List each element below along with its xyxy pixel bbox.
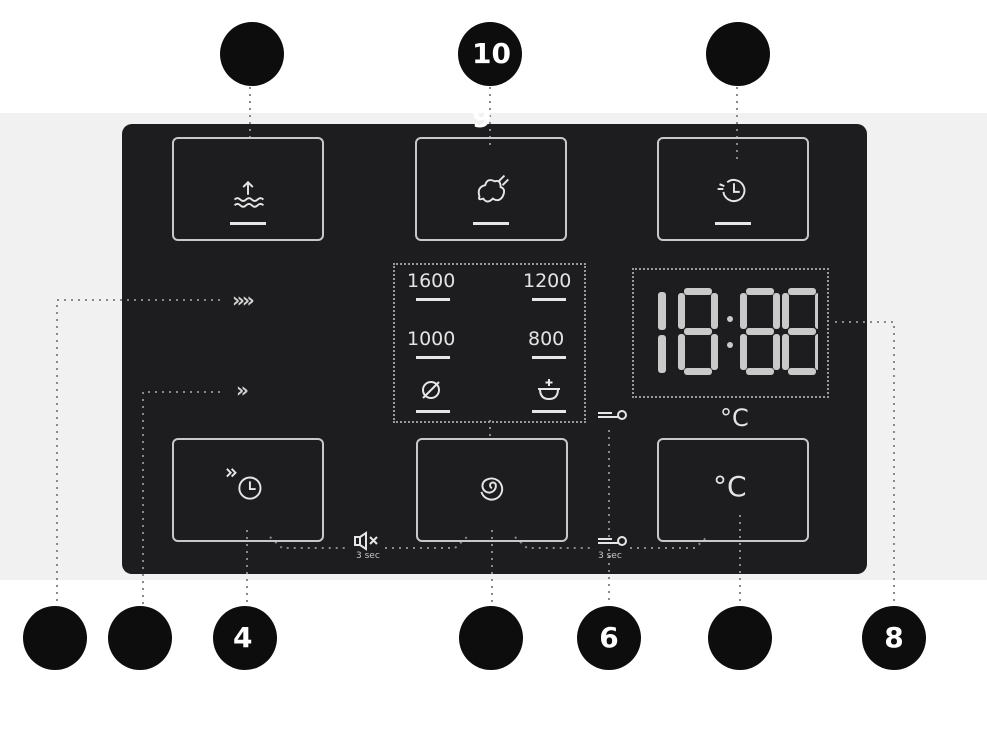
spin-button[interactable]	[416, 438, 568, 542]
delay-timer-indicator	[715, 222, 751, 225]
callout-bottom-2	[108, 606, 172, 670]
water-plus-icon	[538, 379, 560, 401]
water-level-icon	[233, 180, 265, 208]
quick-timer-icon	[226, 468, 262, 500]
level-1200-indicator	[532, 298, 566, 301]
level-1000-indicator	[416, 356, 450, 359]
no-spin-icon	[422, 381, 440, 399]
steam-button[interactable]	[415, 137, 567, 241]
steam-burst-icon	[477, 174, 509, 203]
fast-indicator: »»	[232, 288, 255, 312]
mute-icon	[354, 531, 378, 551]
callout-bottom-5: 6	[577, 606, 641, 670]
no-spin-indicator	[416, 410, 450, 413]
spin-icon	[480, 477, 504, 501]
display-group	[632, 268, 829, 398]
water-plus-indicator	[532, 410, 566, 413]
callout-top-middle: 10 9	[458, 22, 522, 134]
temperature-button[interactable]: °C	[657, 438, 809, 542]
level-1600-indicator	[416, 298, 450, 301]
level-1000-label: 1000	[407, 328, 456, 350]
callout-bottom-7: 8	[862, 606, 926, 670]
seven-segment-display	[658, 288, 818, 375]
callout-bottom-1	[23, 606, 87, 670]
child-lock-hint-icon	[598, 536, 627, 546]
callout-bottom-3: 4 5	[213, 606, 277, 718]
temperature-button-label: °C	[713, 470, 747, 503]
water-level-button[interactable]	[172, 137, 324, 241]
quick-timer-button[interactable]	[172, 438, 324, 542]
callout-top-left	[220, 22, 284, 86]
display-temperature-unit: °C	[720, 404, 749, 432]
mute-hint: 3 sec	[356, 551, 380, 561]
level-800-indicator	[532, 356, 566, 359]
lock-hint: 3 sec	[598, 551, 622, 561]
steam-indicator	[473, 222, 509, 225]
level-1200-label: 1200	[523, 270, 572, 292]
water-level-indicator	[230, 222, 266, 225]
child-lock-icon	[598, 410, 627, 420]
power-levels-group	[393, 263, 586, 423]
delay-timer-icon	[717, 178, 746, 203]
callout-bottom-4	[459, 606, 523, 670]
callout-top-right	[706, 22, 770, 86]
delay-timer-button[interactable]	[657, 137, 809, 241]
callout-leader-lines	[56, 80, 895, 605]
level-1600-label: 1600	[407, 270, 456, 292]
medium-indicator: »	[236, 378, 249, 402]
level-800-label: 800	[528, 328, 565, 350]
callout-bottom-6	[708, 606, 772, 670]
